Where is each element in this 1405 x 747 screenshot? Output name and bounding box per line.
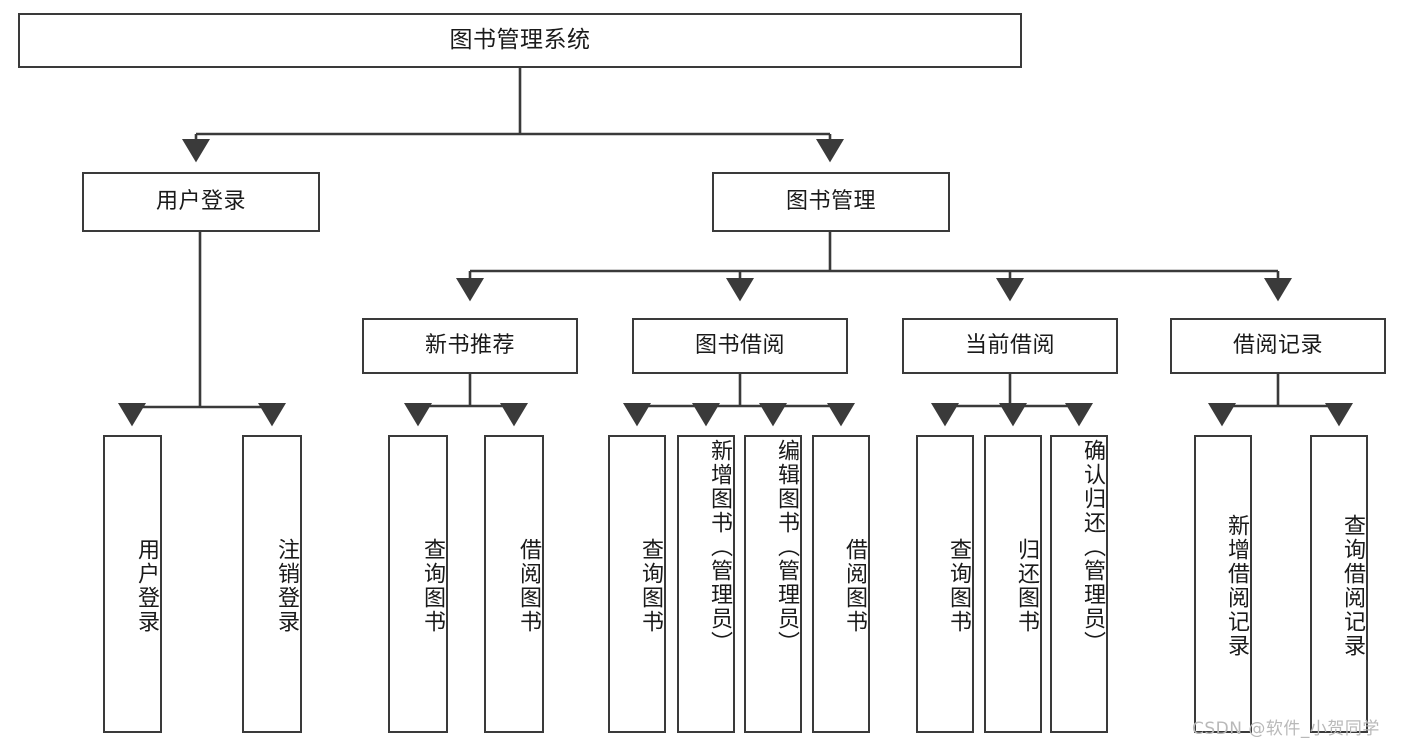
node-label: 编辑图书（管理员）: [774, 439, 799, 655]
leaf-logout-login[interactable]: 注销登录: [242, 435, 302, 733]
leaf-confirm-return[interactable]: 确认归还（管理员）: [1050, 435, 1108, 733]
node-current-borrow[interactable]: 当前借阅: [902, 318, 1118, 374]
node-user-login[interactable]: 用户登录: [82, 172, 320, 232]
node-label: 查询图书: [946, 538, 971, 634]
node-label: 查询图书: [420, 538, 445, 634]
node-label: 借阅记录: [1232, 332, 1323, 358]
node-book-borrow[interactable]: 图书借阅: [632, 318, 848, 374]
node-label: 当前借阅: [964, 332, 1055, 358]
leaf-query-book-3[interactable]: 查询图书: [916, 435, 974, 733]
leaf-add-book[interactable]: 新增图书（管理员）: [677, 435, 735, 733]
node-label: 注销登录: [274, 538, 299, 634]
leaf-borrow-book-1[interactable]: 借阅图书: [484, 435, 544, 733]
leaf-query-record[interactable]: 查询借阅记录: [1310, 435, 1368, 733]
leaf-add-record[interactable]: 新增借阅记录: [1194, 435, 1252, 733]
node-label: 借阅图书: [842, 538, 867, 634]
leaf-edit-book[interactable]: 编辑图书（管理员）: [744, 435, 802, 733]
leaf-query-book-2[interactable]: 查询图书: [608, 435, 666, 733]
node-label: 确认归还（管理员）: [1080, 439, 1105, 655]
node-borrow-record[interactable]: 借阅记录: [1170, 318, 1386, 374]
node-label: 新增图书（管理员）: [707, 439, 732, 655]
node-book-management[interactable]: 图书管理: [712, 172, 950, 232]
node-label: 图书管理系统: [449, 26, 591, 53]
leaf-borrow-book-2[interactable]: 借阅图书: [812, 435, 870, 733]
node-label: 用户登录: [134, 538, 159, 634]
leaf-return-book[interactable]: 归还图书: [984, 435, 1042, 733]
node-label: 新书推荐: [424, 332, 515, 358]
node-root-system[interactable]: 图书管理系统: [18, 13, 1022, 68]
csdn-watermark: CSDN @软件_小贺同学: [1192, 719, 1380, 739]
node-label: 图书管理: [785, 188, 876, 214]
leaf-query-book-1[interactable]: 查询图书: [388, 435, 448, 733]
node-label: 图书借阅: [694, 332, 785, 358]
node-label: 新增借阅记录: [1224, 514, 1249, 658]
node-label: 借阅图书: [516, 538, 541, 634]
node-label: 查询借阅记录: [1340, 514, 1365, 658]
node-label: 归还图书: [1014, 538, 1039, 634]
node-label: 查询图书: [638, 538, 663, 634]
node-label: 用户登录: [155, 188, 246, 214]
leaf-user-login[interactable]: 用户登录: [103, 435, 162, 733]
node-new-book-recommend[interactable]: 新书推荐: [362, 318, 578, 374]
